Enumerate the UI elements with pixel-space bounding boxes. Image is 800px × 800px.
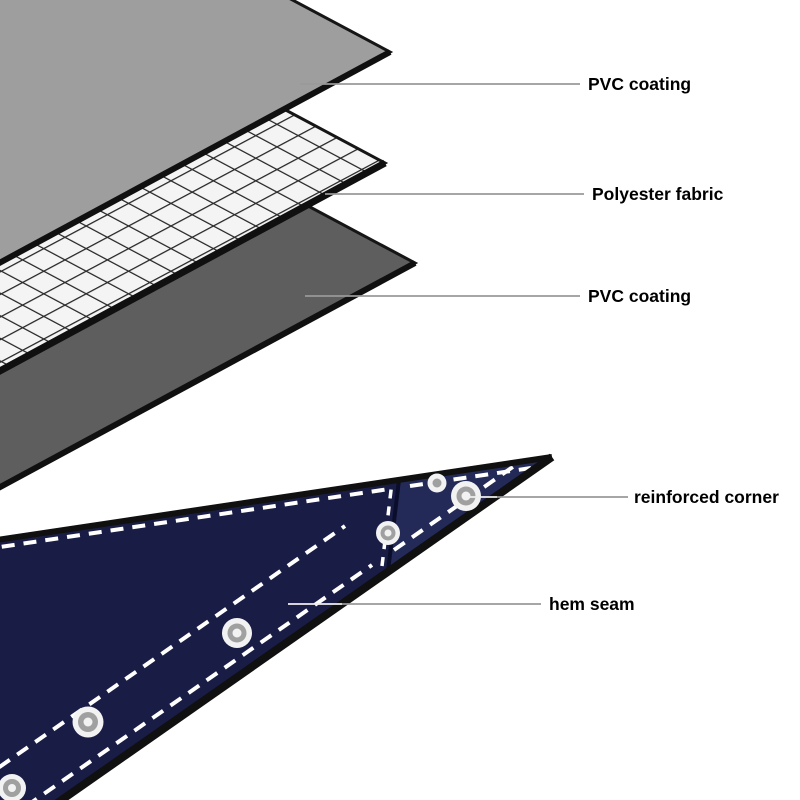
grommet-hole — [432, 478, 442, 488]
polyester-fabric-edge — [0, 159, 387, 375]
pvc-coating-top-edge — [0, 49, 392, 267]
pvc-coating-bottom-edge — [0, 260, 417, 491]
grommet-seam — [376, 521, 400, 545]
grommet-hem-3 — [0, 774, 26, 800]
tarpaulin-top-edge — [0, 454, 553, 543]
callout-lines — [288, 83, 628, 605]
label-pvc-coating-bottom: PVC coating — [588, 286, 692, 306]
label-polyester-fabric: Polyester fabric — [592, 184, 724, 204]
label-pvc-coating-top: PVC coating — [588, 74, 692, 94]
grommet-hole — [384, 529, 392, 537]
grommet-corner-large — [451, 481, 481, 511]
grommet-hole — [83, 717, 93, 727]
grommet-hem-2 — [72, 706, 104, 738]
grommet-hole — [461, 491, 471, 501]
grommet-hem-1 — [222, 618, 252, 648]
tarpaulin-sheet — [0, 453, 555, 800]
corner-bottom-stitch-line — [392, 455, 529, 552]
grommet-hole — [8, 784, 16, 792]
grommet-corner-small — [427, 473, 447, 493]
label-hem-seam: hem seam — [549, 594, 635, 614]
bottom-hem-stitch-line-outer — [31, 563, 374, 800]
bottom-hem-stitch-line-inner — [0, 524, 347, 770]
pvc-coating-top-layer — [0, 0, 394, 267]
top-hem-stitch-line — [0, 487, 390, 550]
tarpaulin-bottom-edge — [54, 453, 555, 800]
label-reinforced-corner: reinforced corner — [634, 487, 779, 507]
grommet-hole — [232, 628, 242, 638]
